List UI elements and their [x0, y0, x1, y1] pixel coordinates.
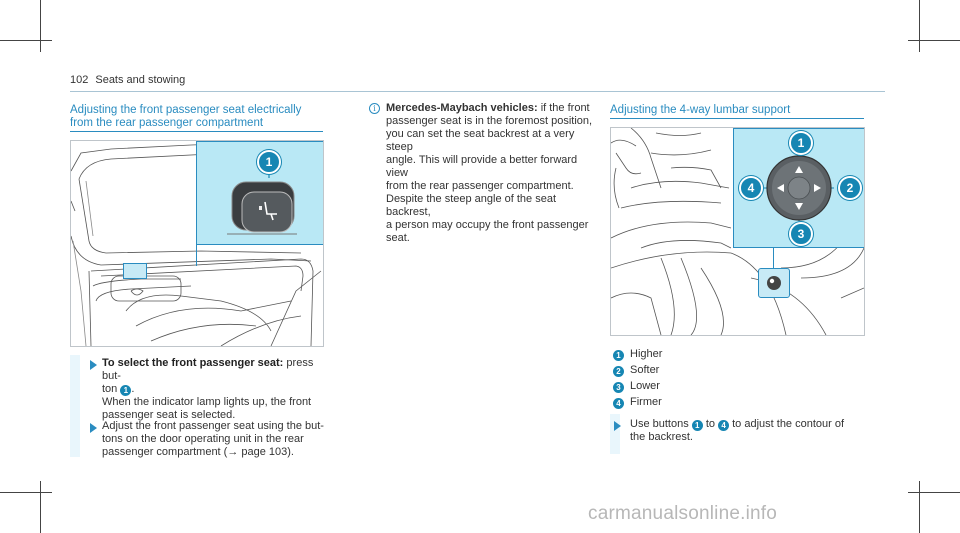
step-adjust-seat: Adjust the front passenger seat using th… — [102, 420, 324, 458]
section-title: Seats and stowing — [95, 74, 186, 86]
step-arrow-icon — [90, 423, 97, 433]
door-panel-illustration: 1 — [70, 140, 324, 347]
step-adjust-lumbar: Use buttons 1 to 4 to adjust the contour… — [630, 418, 845, 443]
left-title-underline — [70, 131, 323, 132]
callout-4: 4 — [739, 176, 763, 200]
header-divider — [70, 91, 885, 92]
info-icon: i — [369, 103, 380, 114]
step-arrow-icon — [614, 421, 621, 431]
step-arrow-icon — [90, 360, 97, 370]
step-sidebar — [610, 414, 620, 454]
button-closeup-inset: 1 — [196, 141, 323, 245]
watermark: carmanualsonline.info — [588, 503, 778, 524]
ref-callout-1: 1 — [120, 385, 132, 396]
lumbar-control-highlight — [758, 268, 790, 298]
right-title-underline — [610, 118, 864, 119]
leader-line — [773, 246, 774, 268]
seat-illustration: 1 2 3 4 — [610, 127, 865, 336]
page-number: 102 — [70, 74, 89, 86]
ref-callout-1: 1 — [691, 420, 703, 431]
callout-1: 1 — [789, 131, 813, 155]
callout-2: 2 — [838, 176, 862, 200]
right-section-title: Adjusting the 4-way lumbar support — [610, 104, 791, 116]
seat-select-button-highlight — [123, 263, 147, 279]
step-sidebar — [70, 355, 80, 457]
callout-1: 1 — [257, 150, 281, 174]
lumbar-switch-inset: 1 2 3 4 — [733, 128, 864, 248]
page-header: 102 Seats and stowing — [70, 74, 185, 86]
page-link[interactable]: passenger compartment (→ page 103). — [102, 446, 294, 458]
ref-callout-4: 4 — [718, 420, 730, 431]
callout-3: 3 — [789, 222, 813, 246]
left-section-title: Adjusting the front passenger seat elect… — [70, 104, 302, 129]
step-select-seat: To select the front passenger seat: pres… — [102, 357, 314, 421]
maybach-note: Mercedes-Maybach vehicles: if the front … — [386, 102, 593, 244]
